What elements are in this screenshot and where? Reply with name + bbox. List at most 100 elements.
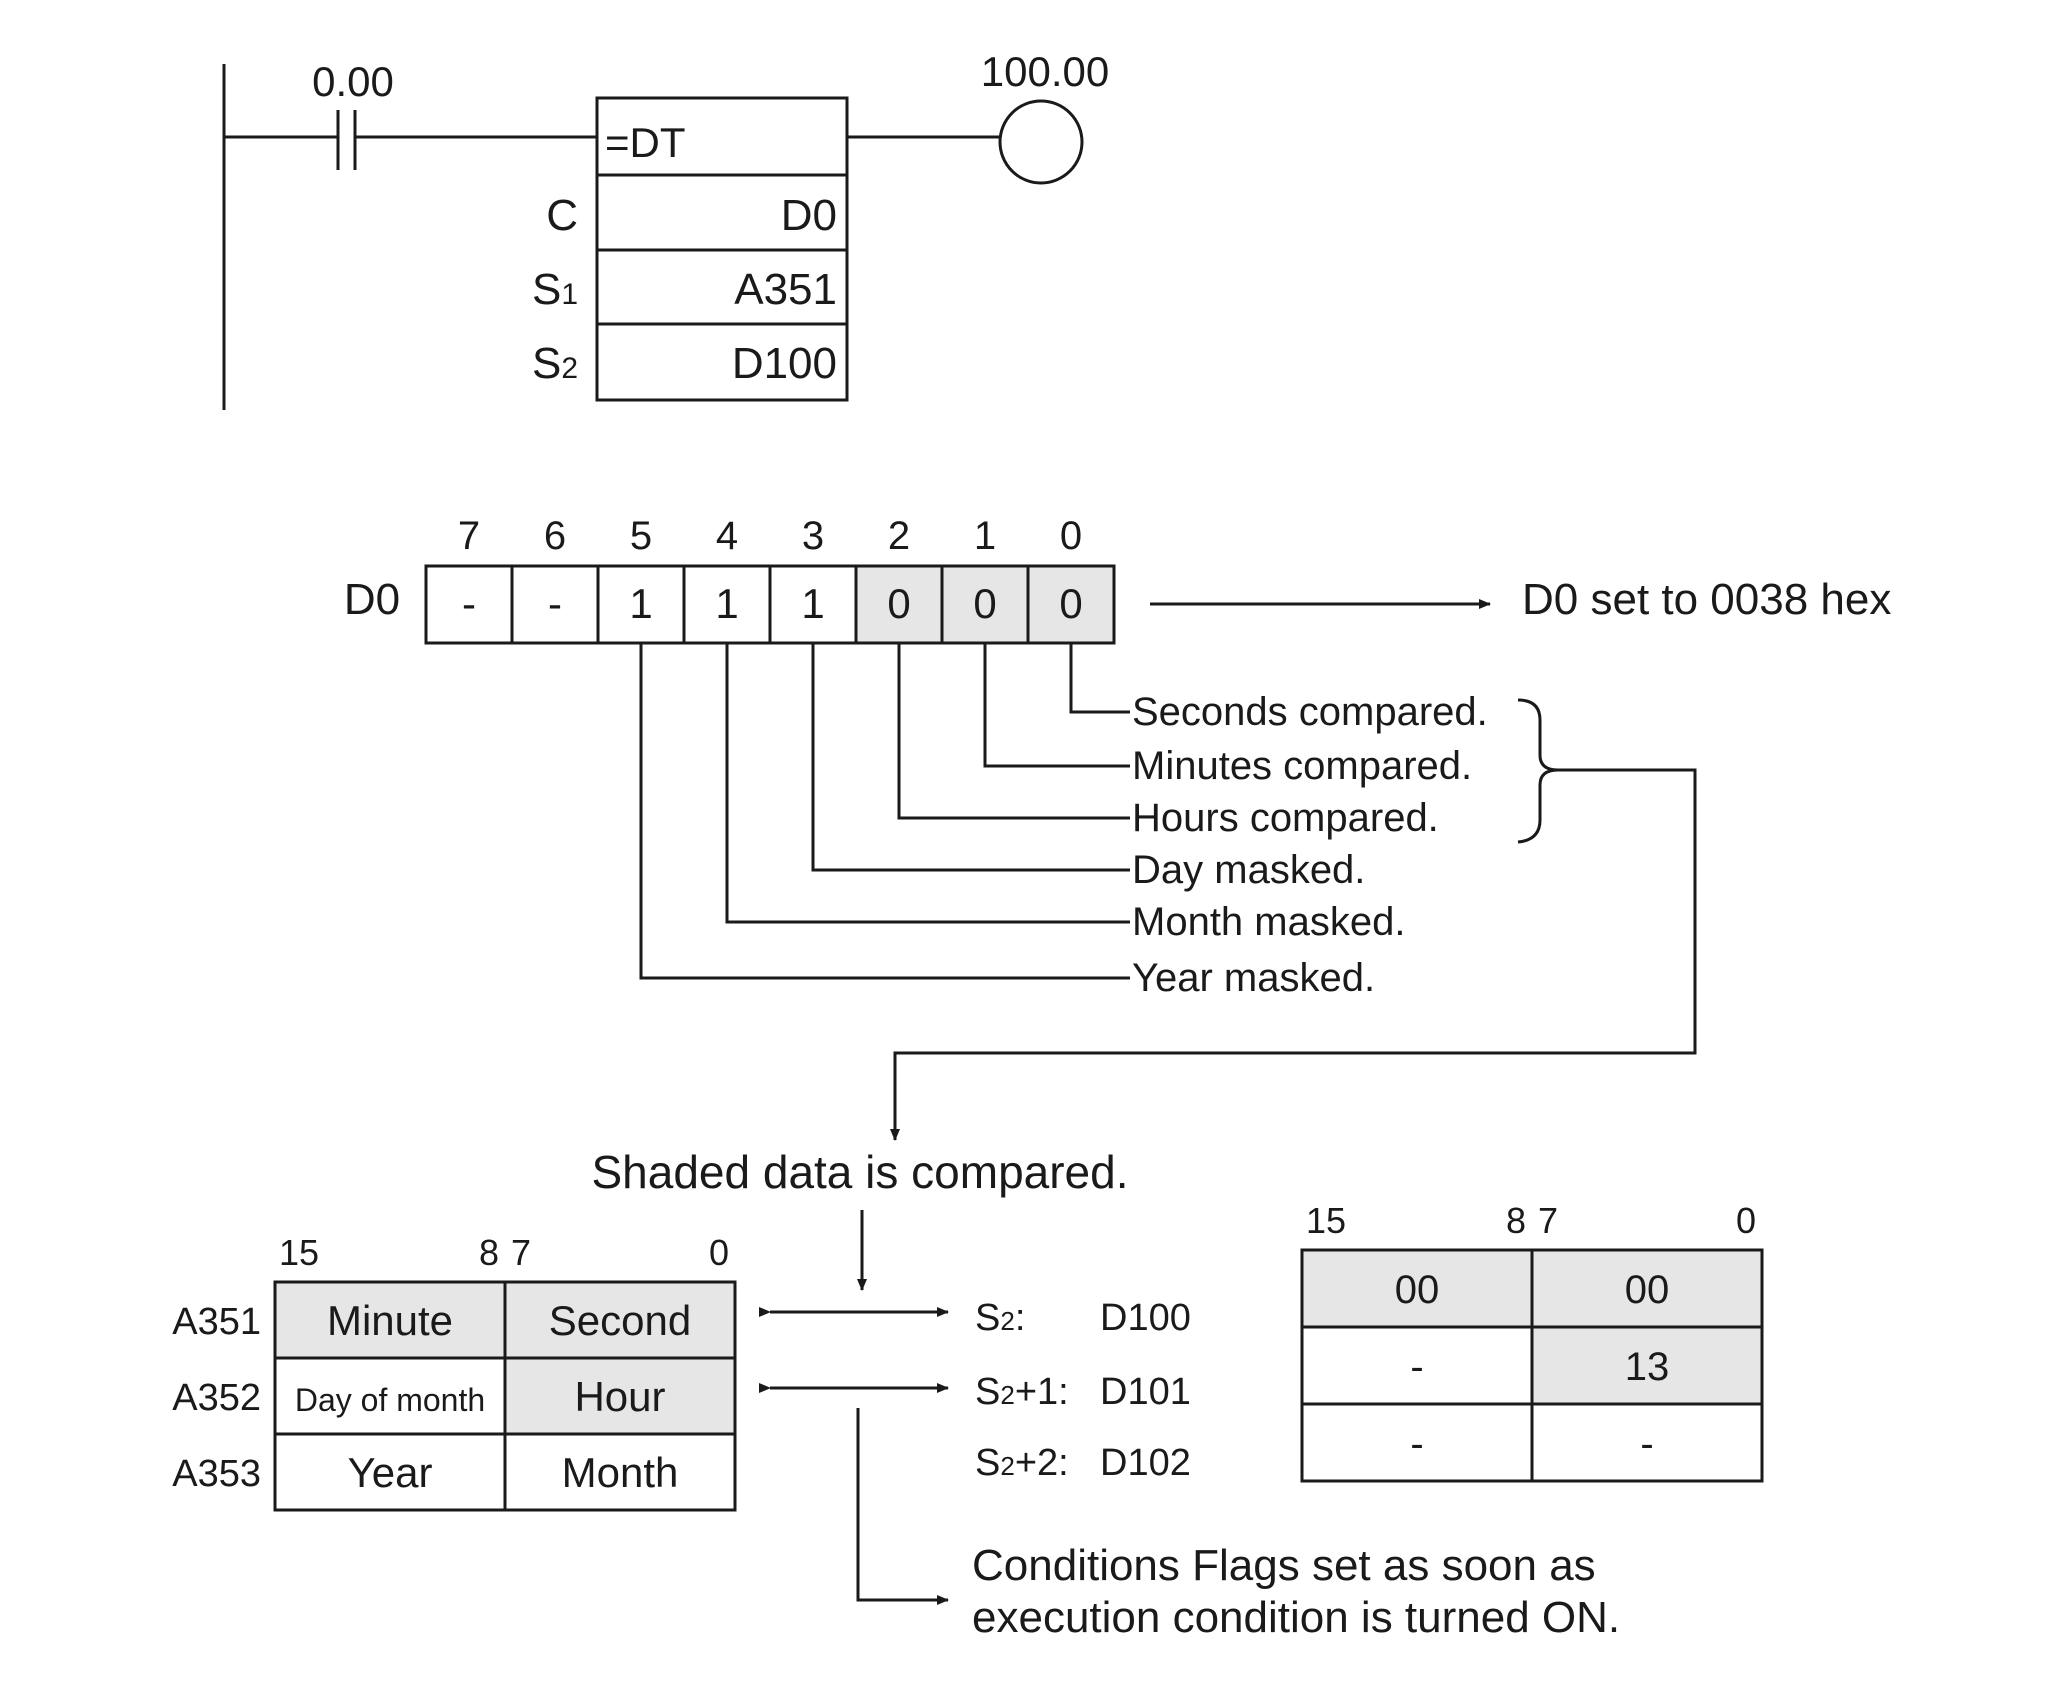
table-cell bbox=[503, 1432, 737, 1512]
input-contact-label: 0.00 bbox=[312, 58, 394, 105]
table-cell bbox=[503, 1356, 737, 1436]
bit-range-label: 0 bbox=[1736, 1200, 1756, 1241]
bit-range-label: 7 bbox=[511, 1232, 531, 1273]
annotation-seconds: Seconds compared. bbox=[1132, 690, 1488, 734]
bit-annotations: Seconds compared. Minutes compared. Hour… bbox=[1132, 690, 1488, 1000]
operand-label-c: C bbox=[546, 191, 578, 240]
bit-number: 6 bbox=[544, 514, 566, 558]
instruction-mnemonic: =DT bbox=[605, 119, 686, 166]
output-coil-label: 100.00 bbox=[981, 48, 1109, 95]
bit-value: - bbox=[462, 580, 476, 627]
control-word-result: D0 set to 0038 hex bbox=[1522, 575, 1891, 624]
s2-word-1: D101 bbox=[1100, 1371, 1191, 1413]
control-word-label: D0 bbox=[344, 575, 400, 624]
table-cell bbox=[1530, 1248, 1764, 1329]
bit-value: - bbox=[548, 580, 562, 627]
table-cell-low: 00 bbox=[1625, 1268, 1670, 1312]
bit-range-label: 0 bbox=[709, 1232, 729, 1273]
bit-cell bbox=[682, 564, 772, 645]
operand-value-c: D0 bbox=[781, 191, 837, 240]
leader-bit-2 bbox=[897, 643, 1130, 820]
table-cell-low: Second bbox=[549, 1297, 691, 1344]
table-cell-low: Month bbox=[562, 1449, 679, 1496]
s2-label-1: S2+1: bbox=[975, 1371, 1069, 1413]
bit-range-label: 8 bbox=[1506, 1200, 1526, 1241]
bit-range-label: 15 bbox=[1306, 1200, 1346, 1241]
bit-value: 0 bbox=[973, 580, 996, 627]
row-address: A353 bbox=[172, 1453, 261, 1495]
ladder-diagram bbox=[222, 64, 1084, 410]
bit-value: 1 bbox=[715, 580, 738, 627]
bit-cell bbox=[768, 564, 858, 645]
control-word-bits: - 7 - 6 1 5 1 4 1 3 0 2 0 1 0 0 bbox=[424, 514, 1116, 645]
leader-bit-5 bbox=[639, 643, 1130, 980]
bit-number: 5 bbox=[630, 514, 652, 558]
annotation-day: Day masked. bbox=[1132, 848, 1365, 892]
conditions-arrow bbox=[856, 1408, 949, 1605]
table-cell bbox=[1300, 1248, 1534, 1329]
compare-arrows bbox=[759, 1307, 949, 1605]
bit-number: 1 bbox=[974, 514, 996, 558]
bit-number: 4 bbox=[716, 514, 738, 558]
route-line bbox=[890, 768, 1697, 1141]
table-cell-high: Day of month bbox=[295, 1382, 485, 1418]
bit-number: 7 bbox=[458, 514, 480, 558]
bit-cell bbox=[1026, 564, 1116, 645]
brace-icon bbox=[1517, 698, 1559, 844]
s2-word-2: D102 bbox=[1100, 1442, 1191, 1484]
table-cell-high: Year bbox=[348, 1449, 433, 1496]
s2-label-0: S2: bbox=[975, 1297, 1025, 1339]
s2-word-0: D100 bbox=[1100, 1297, 1191, 1339]
leader-bit-1 bbox=[983, 643, 1130, 768]
output-coil-icon bbox=[998, 99, 1084, 185]
table-cell bbox=[273, 1280, 507, 1360]
bit-value: 0 bbox=[1059, 580, 1082, 627]
table-cell bbox=[1530, 1402, 1764, 1483]
bit-range-label: 8 bbox=[479, 1232, 499, 1273]
leader-bit-4 bbox=[725, 643, 1130, 924]
table-cell-high: - bbox=[1410, 1422, 1423, 1466]
s2-labels: S2: D100 S2+1: D101 S2+2: D102 bbox=[975, 1297, 1191, 1484]
table-cell bbox=[273, 1356, 507, 1436]
table-cell bbox=[273, 1432, 507, 1512]
table-cell-high: 00 bbox=[1395, 1268, 1440, 1312]
s2-label-2: S2+2: bbox=[975, 1442, 1069, 1484]
bit-cell bbox=[854, 564, 944, 645]
table-cell-high: - bbox=[1410, 1345, 1423, 1389]
bit-number: 3 bbox=[802, 514, 824, 558]
bit-range-label: 15 bbox=[279, 1232, 319, 1273]
bit-number: 2 bbox=[888, 514, 910, 558]
leader-bit-0 bbox=[1069, 643, 1130, 714]
annotation-year: Year masked. bbox=[1132, 956, 1375, 1000]
operand-value-s2: D100 bbox=[732, 339, 837, 388]
leader-bit-3 bbox=[811, 643, 1130, 872]
bit-value: 0 bbox=[887, 580, 910, 627]
bit-value: 1 bbox=[629, 580, 652, 627]
table-cell bbox=[1300, 1402, 1534, 1483]
table-cell-high: Minute bbox=[327, 1297, 453, 1344]
table-cell-low: Hour bbox=[574, 1373, 665, 1420]
bit-cell bbox=[424, 564, 514, 645]
row-address: A352 bbox=[172, 1377, 261, 1419]
compare-route bbox=[890, 698, 1697, 1141]
conditions-note-line-2: execution condition is turned ON. bbox=[972, 1593, 1620, 1642]
bit-range-label: 7 bbox=[1538, 1200, 1558, 1241]
bit-number: 0 bbox=[1060, 514, 1082, 558]
annotation-minutes: Minutes compared. bbox=[1132, 744, 1472, 788]
operand-label-s2: S2 bbox=[532, 339, 578, 388]
row-address: A351 bbox=[172, 1301, 261, 1343]
bit-value: 1 bbox=[801, 580, 824, 627]
annotation-month: Month masked. bbox=[1132, 900, 1405, 944]
bit-cell bbox=[510, 564, 600, 645]
operand-value-s1: A351 bbox=[734, 265, 837, 314]
annotation-hours: Hours compared. bbox=[1132, 796, 1439, 840]
bit-leader-lines bbox=[639, 643, 1130, 980]
conditions-note-line-1: Conditions Flags set as soon as bbox=[972, 1541, 1596, 1590]
table-cell-low: 13 bbox=[1625, 1345, 1670, 1389]
compare-note: Shaded data is compared. bbox=[591, 1146, 1128, 1198]
conditions-note: Conditions Flags set as soon as executio… bbox=[972, 1541, 1620, 1642]
